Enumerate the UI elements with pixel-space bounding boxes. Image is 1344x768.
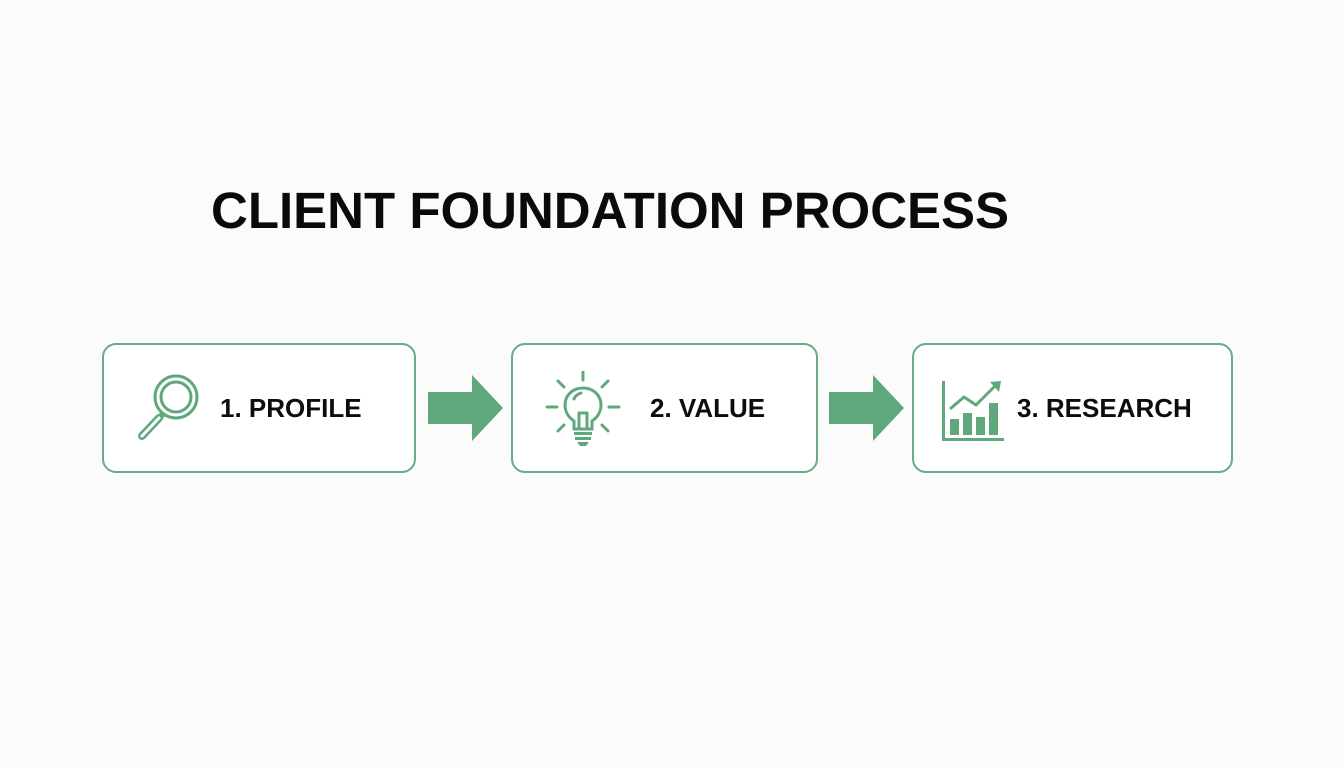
diagram-title: CLIENT FOUNDATION PROCESS xyxy=(211,182,1010,239)
step-label: 2. VALUE xyxy=(650,393,766,423)
bar-chart-trend-icon xyxy=(938,371,1018,451)
step-profile: 1. PROFILE xyxy=(102,343,416,473)
step-label: 1. PROFILE xyxy=(220,393,362,423)
arrow-right-icon xyxy=(829,375,905,441)
step-label: 3. RESEARCH xyxy=(1017,393,1192,423)
step-research: 3. RESEARCH xyxy=(912,343,1233,473)
arrow-right-icon xyxy=(428,375,504,441)
step-value: 2. VALUE xyxy=(511,343,818,473)
lightbulb-icon xyxy=(543,369,623,451)
magnifying-glass-icon xyxy=(134,371,214,451)
